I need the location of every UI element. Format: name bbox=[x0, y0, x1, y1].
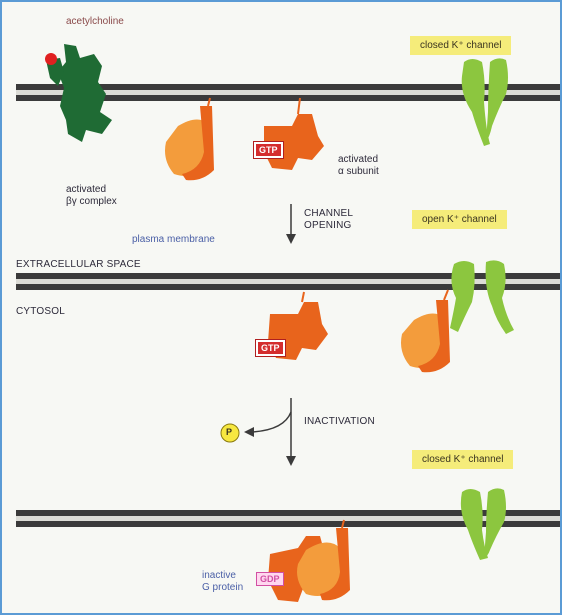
plasma-membrane-middle bbox=[16, 273, 562, 290]
channel-opening-label: CHANNEL OPENING bbox=[304, 208, 353, 231]
phosphate-label: P bbox=[226, 427, 232, 437]
activated-bg-label-line1: activated bbox=[66, 184, 117, 196]
activated-bg-complex-label: activated βγ complex bbox=[66, 184, 117, 207]
channel-opening-arrow bbox=[286, 204, 296, 244]
inactivation-label: INACTIVATION bbox=[304, 416, 375, 428]
inactive-g-protein-line2: G protein bbox=[202, 582, 243, 594]
closed-k-channel-top bbox=[462, 58, 508, 146]
plasma-membrane-label: plasma membrane bbox=[132, 234, 215, 246]
gtp-badge-mid: GTP bbox=[256, 340, 285, 356]
activated-bg-label-line2: βγ complex bbox=[66, 196, 117, 208]
inactive-g-protein-line1: inactive bbox=[202, 570, 243, 582]
inactivation-arrow bbox=[244, 398, 296, 466]
activated-alpha-label-line2: α subunit bbox=[338, 166, 379, 178]
cytosol-label: CYTOSOL bbox=[16, 306, 65, 318]
gdp-badge: GDP bbox=[256, 572, 284, 586]
activated-alpha-label-line1: activated bbox=[338, 154, 379, 166]
activated-alpha-subunit-top bbox=[264, 98, 324, 170]
activated-bg-complex-top bbox=[165, 98, 214, 180]
inactive-g-protein bbox=[268, 520, 350, 602]
open-k-channel-mid bbox=[450, 260, 514, 334]
gtp-badge-top: GTP bbox=[254, 142, 283, 158]
closed-k-channel-bottom-label: closed K⁺ channel bbox=[412, 450, 513, 469]
inactive-g-protein-label: inactive G protein bbox=[202, 570, 243, 593]
extracellular-space-label: EXTRACELLULAR SPACE bbox=[16, 259, 141, 271]
activated-bg-complex-mid bbox=[401, 290, 450, 372]
channel-opening-line1: CHANNEL bbox=[304, 208, 353, 220]
channel-opening-line2: OPENING bbox=[304, 220, 353, 232]
open-k-channel-label: open K⁺ channel bbox=[412, 210, 507, 229]
acetylcholine-molecule bbox=[45, 53, 57, 65]
acetylcholine-label: acetylcholine bbox=[66, 16, 124, 28]
closed-k-channel-top-label: closed K⁺ channel bbox=[410, 36, 511, 55]
activated-alpha-subunit-label: activated α subunit bbox=[338, 154, 379, 177]
